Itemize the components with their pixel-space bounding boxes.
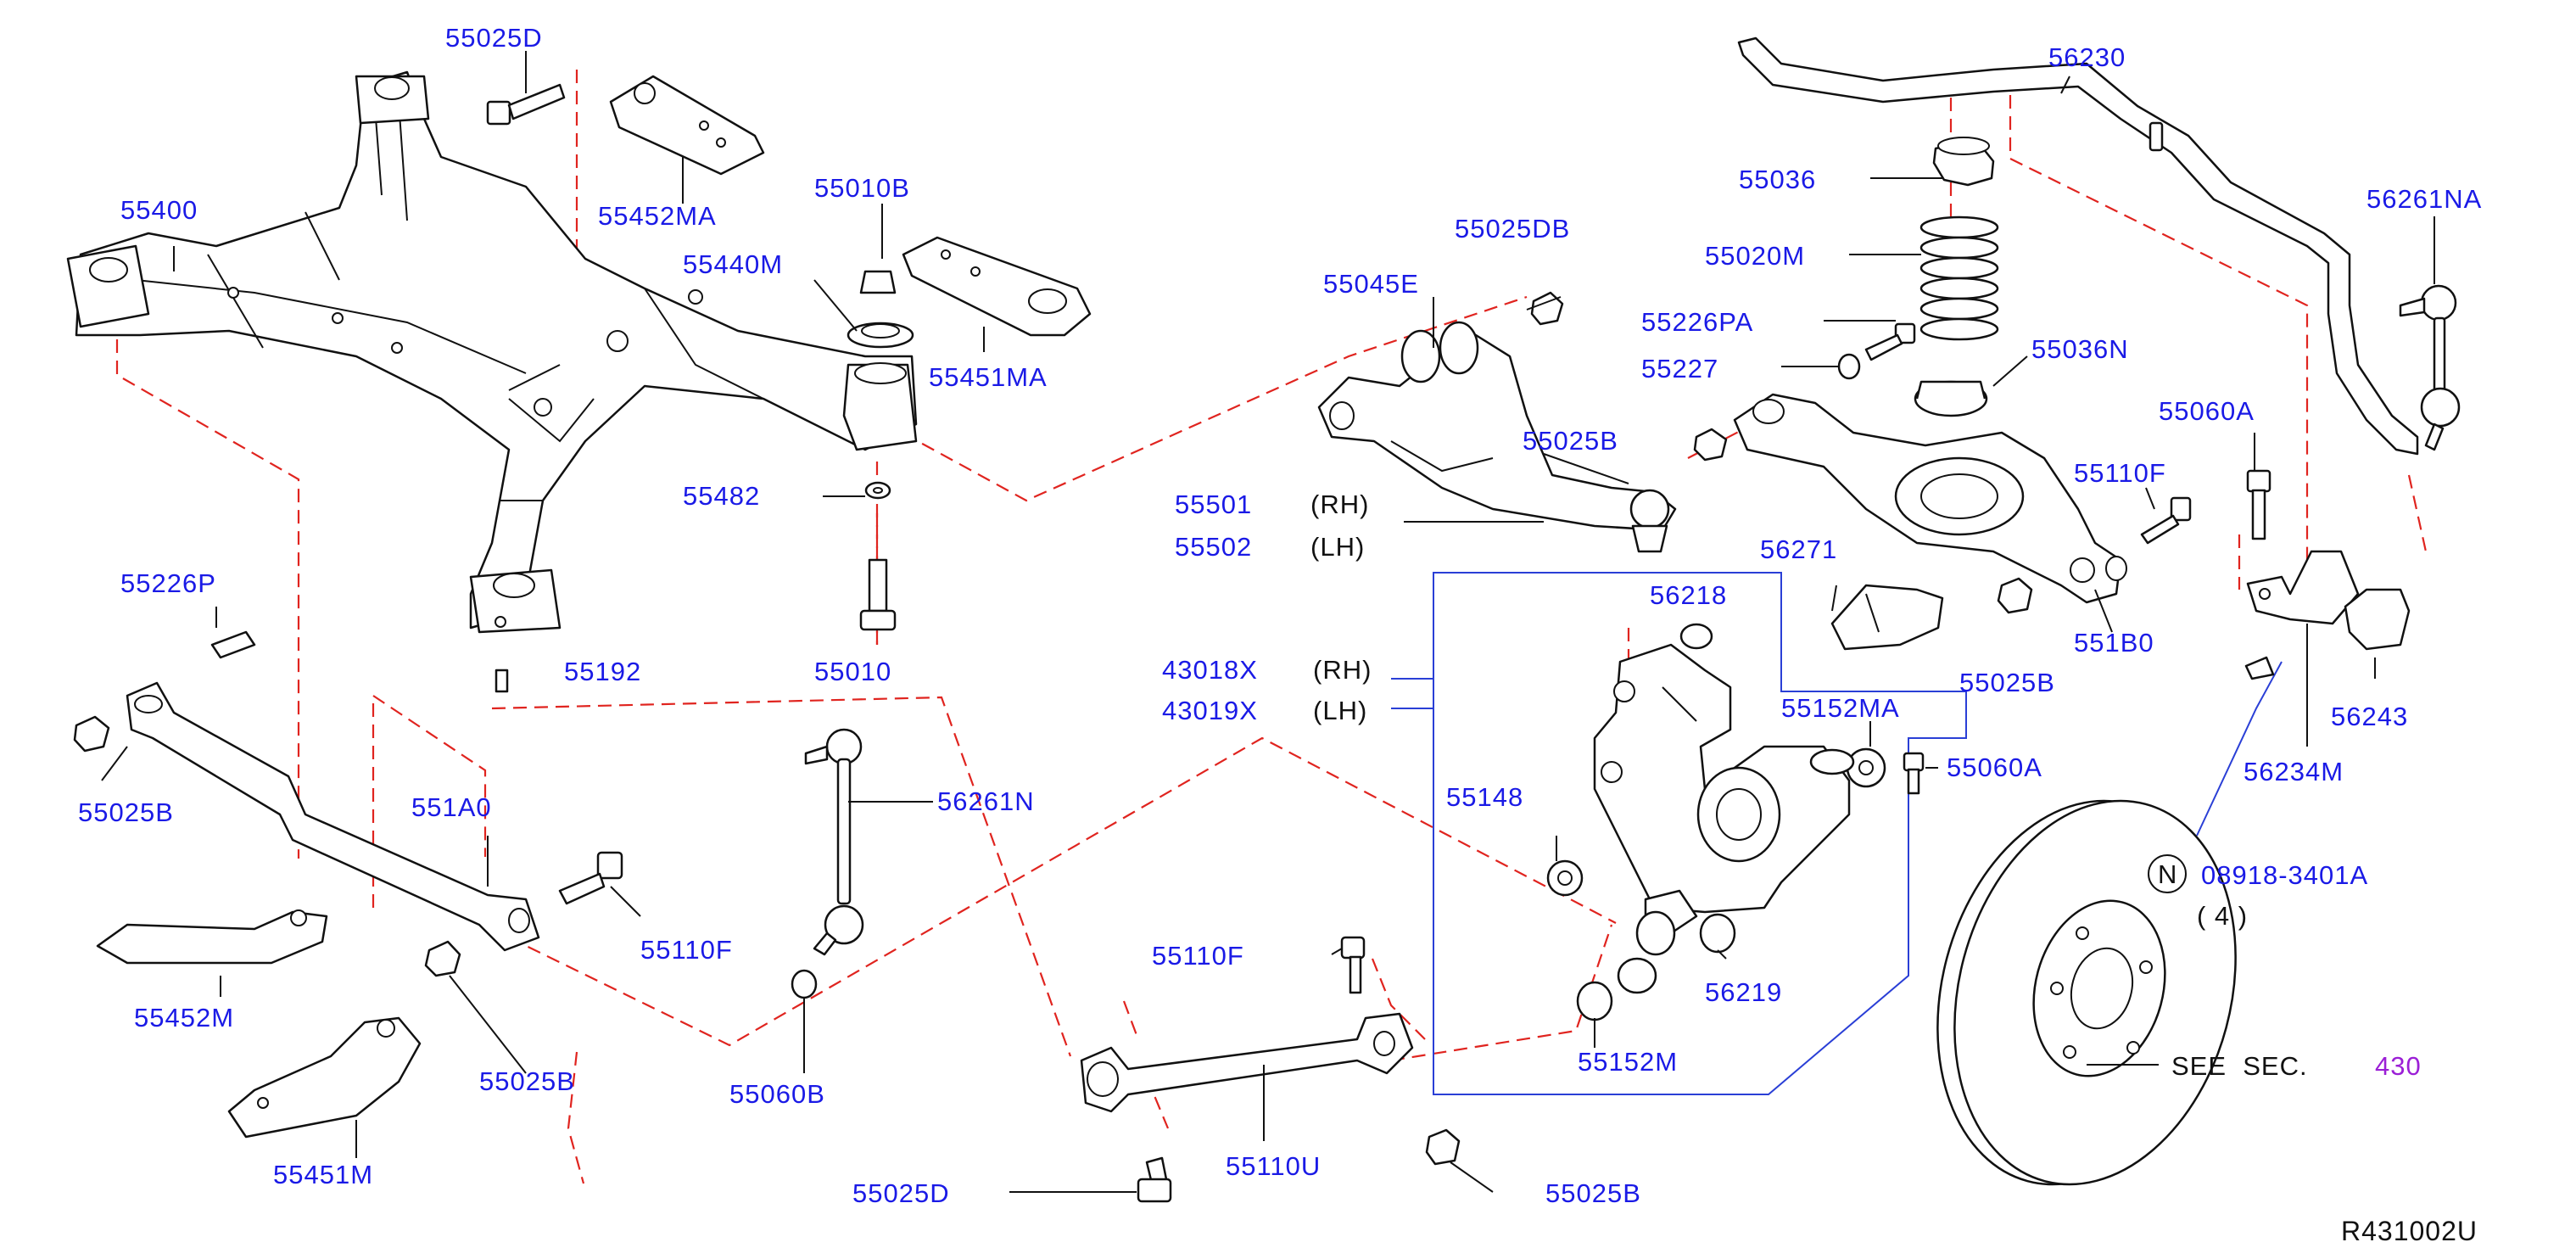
label-55227: 55227 xyxy=(1641,354,1718,383)
hardware-left xyxy=(73,75,1092,977)
label-55501-side: (RH) xyxy=(1310,490,1369,519)
label-55451MA: 55451MA xyxy=(929,362,1048,392)
label-55501: 55501 xyxy=(1175,490,1252,519)
label-55451M: 55451M xyxy=(273,1160,373,1189)
label-55036: 55036 xyxy=(1739,165,1816,194)
label-56261N: 56261N xyxy=(937,786,1035,816)
knuckle-group-bracket xyxy=(1391,572,2283,1095)
label-55452MA: 55452MA xyxy=(598,201,717,231)
stabilizer-link-56261NA xyxy=(2399,284,2461,451)
label-55110F-left: 55110F xyxy=(640,935,733,965)
note-circle-icon xyxy=(2148,854,2187,893)
label-43019X-side: (LH) xyxy=(1313,696,1367,725)
see-section-number[interactable]: 430 xyxy=(2375,1051,2422,1081)
label-55060A-right: 55060A xyxy=(1947,753,2042,782)
label-56261NA: 56261NA xyxy=(2366,184,2482,214)
label-55502-side: (LH) xyxy=(1310,532,1365,562)
lower-link-55110U xyxy=(1080,936,1461,1203)
label-55025DB: 55025DB xyxy=(1455,214,1570,243)
lower-spring-arm xyxy=(1693,393,2192,614)
label-55025B-bottom: 55025B xyxy=(1545,1178,1641,1208)
label-55020M: 55020M xyxy=(1705,241,1805,271)
label-56271: 56271 xyxy=(1760,534,1837,564)
label-55060B: 55060B xyxy=(729,1079,825,1109)
label-56219: 56219 xyxy=(1705,977,1782,1007)
diagram-code: R431002U xyxy=(2341,1216,2478,1246)
label-55036N: 55036N xyxy=(2031,334,2129,364)
label-08918-qty: ( 4 ) xyxy=(2197,901,2248,931)
label-55025D-top: 55025D xyxy=(445,23,543,53)
rear-subframe-55400 xyxy=(66,70,918,634)
label-43019X: 43019X xyxy=(1162,696,1258,725)
label-55148: 55148 xyxy=(1446,782,1523,812)
label-56234M: 56234M xyxy=(2244,757,2344,786)
label-55110F-right: 55110F xyxy=(2074,458,2166,488)
assembly-dashed-lines xyxy=(115,70,2428,1184)
label-55440M: 55440M xyxy=(683,249,783,279)
label-551A0: 551A0 xyxy=(411,792,492,822)
stabilizer-link-56261N xyxy=(791,728,864,999)
bushing-clamp-56234M xyxy=(1903,469,2411,795)
label-55060A-upper: 55060A xyxy=(2159,396,2255,426)
label-55452M: 55452M xyxy=(134,1003,234,1032)
lateral-link-551A0 xyxy=(126,681,540,952)
note-symbol: N xyxy=(2158,859,2177,889)
label-55152MA: 55152MA xyxy=(1781,693,1900,723)
label-55010B: 55010B xyxy=(814,173,910,203)
label-55226P: 55226P xyxy=(120,568,216,598)
part-labels: 55025D 55452MA 55010B 55440M 55451MA 554… xyxy=(78,23,2482,1246)
label-55192: 55192 xyxy=(564,657,641,686)
bracket-56271 xyxy=(1830,584,1944,651)
label-55226PA: 55226PA xyxy=(1641,307,1753,337)
axle-knuckle xyxy=(1546,623,1886,1021)
bracket-55451M xyxy=(227,1016,422,1139)
label-55502: 55502 xyxy=(1175,532,1252,562)
see-section-prefix: SEE SEC. xyxy=(2171,1051,2308,1081)
label-56230: 56230 xyxy=(2048,42,2126,72)
spring-assembly xyxy=(1837,137,1999,417)
label-55025B-left: 55025B xyxy=(78,797,174,827)
brake-rotor xyxy=(1936,799,2237,1186)
label-56243: 56243 xyxy=(2331,702,2408,731)
leader-lines xyxy=(101,51,2435,1193)
label-55482: 55482 xyxy=(683,481,760,511)
label-55025B-lowerleft: 55025B xyxy=(479,1066,575,1096)
label-55110U: 55110U xyxy=(1226,1151,1321,1181)
label-55025B-knuckle: 55025B xyxy=(1959,668,2055,697)
label-56218: 56218 xyxy=(1650,580,1727,610)
label-43018X-side: (RH) xyxy=(1313,655,1372,685)
label-08918-3401A: 08918-3401A xyxy=(2201,860,2368,890)
label-551B0: 551B0 xyxy=(2074,628,2154,657)
stabilizer-bar-56230 xyxy=(1737,36,2419,456)
label-55025D-bottom: 55025D xyxy=(852,1178,950,1208)
label-43018X: 43018X xyxy=(1162,655,1258,685)
label-55025B-mid: 55025B xyxy=(1523,426,1618,456)
bracket-55452M xyxy=(96,909,328,965)
label-55045E: 55045E xyxy=(1323,269,1419,299)
label-55400: 55400 xyxy=(120,195,198,225)
label-55110F-bottom: 55110F xyxy=(1152,941,1244,971)
upper-arm-55501 xyxy=(1317,291,1677,553)
label-55152M: 55152M xyxy=(1578,1047,1678,1077)
label-55010: 55010 xyxy=(814,657,891,686)
